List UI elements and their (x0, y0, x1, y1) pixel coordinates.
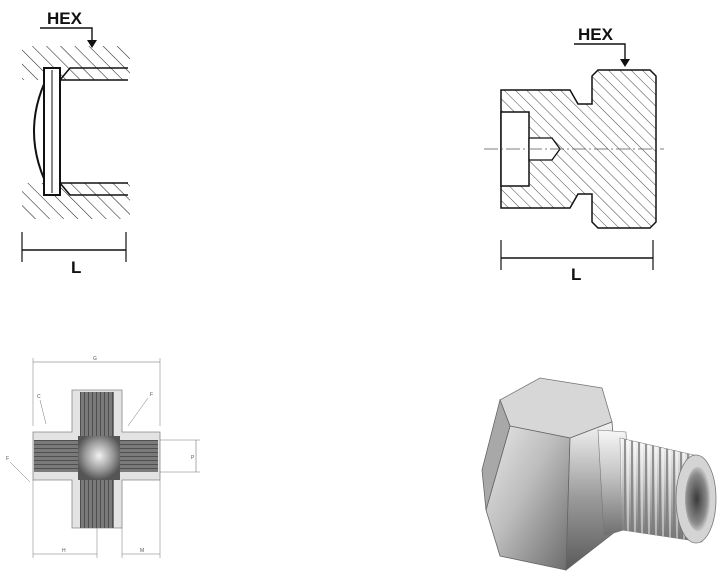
hex-adapter-photo (481, 377, 717, 571)
cross-thread-left (34, 440, 78, 472)
cross-thread-top (80, 392, 114, 436)
hex-leader-left (40, 27, 93, 44)
bore-cavity (60, 80, 132, 183)
hex-nut-left-face (481, 398, 511, 511)
socket-bevel-top (59, 67, 128, 81)
cross-dim-c-leader (39, 399, 47, 425)
drill-point (528, 137, 561, 161)
cross-center-bore (78, 436, 120, 480)
cross-dim-f-right: F (150, 392, 153, 398)
socket-section-drawing: HEX L (21, 9, 132, 277)
hex-arrow-left (87, 40, 97, 48)
plug-section-drawing: HEX L (484, 25, 664, 284)
cross-dim-f-left: F (6, 456, 9, 462)
hex-label-left: HEX (47, 9, 83, 28)
cross-dim-f-right-leader (127, 397, 149, 427)
socket-bevel-bottom (59, 182, 128, 196)
cross-dim-c: C (37, 394, 41, 400)
cross-fitting-drawing: G C F F P H M (6, 356, 200, 558)
hex-arrow-right (620, 59, 630, 67)
hex-leader-right (574, 43, 626, 62)
length-label-right: L (571, 265, 581, 284)
upper-wall-hatch (22, 46, 130, 80)
lower-wall-hatch (22, 183, 130, 219)
cross-thread-right (118, 440, 158, 472)
cross-dim-p: P (191, 455, 195, 461)
cross-dim-g: G (93, 356, 97, 362)
cross-dim-m: M (140, 548, 144, 554)
cross-dim-h: H (62, 548, 66, 554)
cross-thread-bottom (80, 480, 114, 528)
cross-dim-f-left-leader (9, 461, 31, 483)
length-label-left: L (71, 258, 81, 277)
hex-label-right: HEX (578, 25, 614, 44)
adapter-bore (685, 467, 711, 531)
